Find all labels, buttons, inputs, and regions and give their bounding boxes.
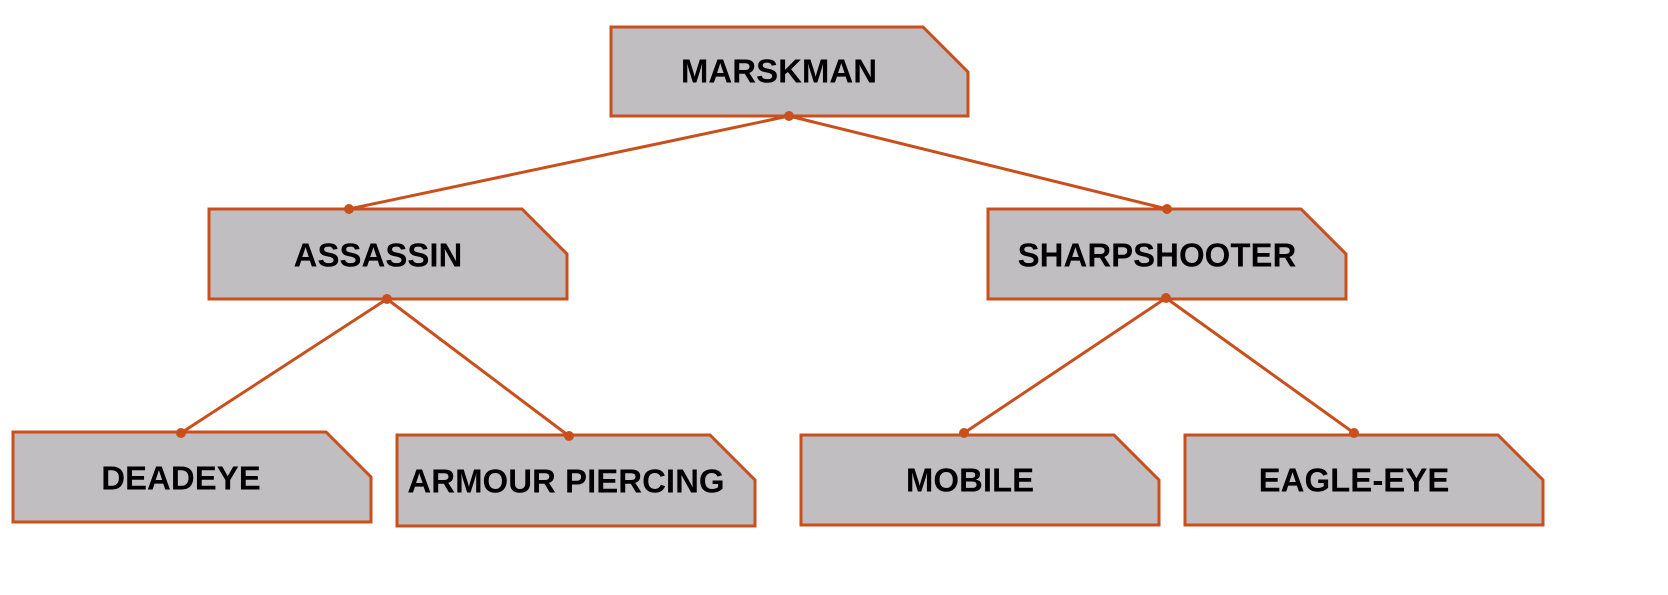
edge-sharpshooter-to-mobile [963, 296, 1167, 435]
node-box [799, 433, 1161, 527]
node-label: MOBILE [906, 462, 1034, 499]
connector-dot-eagle-eye-top [1349, 428, 1359, 438]
node-box [609, 25, 970, 118]
edge-assassin-to-deadeye [180, 297, 388, 435]
node-box [1183, 433, 1545, 527]
node-sharpshooter[interactable]: SHARPSHOOTER [986, 207, 1348, 301]
edge-sharpshooter-to-eagle-eye [1165, 296, 1355, 435]
connector-dot-assassin-bottom [382, 294, 392, 304]
connector-dot-sharpshooter-bottom [1161, 293, 1171, 303]
connector-dots [176, 111, 1359, 441]
edge-marskman-to-sharpshooter [788, 114, 1168, 211]
node-box [395, 433, 757, 528]
connector-dot-deadeye-top [176, 428, 186, 438]
edge-marskman-to-assassin [348, 114, 790, 211]
node-label: EAGLE-EYE [1259, 462, 1450, 499]
node-mobile[interactable]: MOBILE [799, 433, 1161, 527]
node-box [11, 430, 373, 524]
node-box [207, 207, 569, 301]
nodes: MARSKMAN ASSASSIN SHARPSHOOTER DEADEYE ARMOU… [11, 25, 1545, 528]
node-box [986, 207, 1348, 301]
connector-dot-sharpshooter-top [1162, 204, 1172, 214]
node-label: MARSKMAN [681, 53, 877, 90]
node-label: ASSASSIN [294, 237, 463, 274]
connector-dot-assassin-top [344, 204, 354, 214]
connector-dot-mobile-top [959, 428, 969, 438]
node-marskman[interactable]: MARSKMAN [609, 25, 970, 118]
node-armour-piercing[interactable]: ARMOUR PIERCING [395, 433, 757, 528]
node-deadeye[interactable]: DEADEYE [11, 430, 373, 524]
node-label: DEADEYE [101, 460, 261, 497]
node-label: SHARPSHOOTER [1018, 237, 1297, 274]
node-assassin[interactable]: ASSASSIN [207, 207, 569, 301]
connector-dot-marskman-bottom [784, 111, 794, 121]
node-label: ARMOUR PIERCING [407, 463, 724, 500]
edge-assassin-to-armour-piercing [386, 297, 570, 438]
node-eagle-eye[interactable]: EAGLE-EYE [1183, 433, 1545, 527]
connector-dot-armour-piercing-top [564, 431, 574, 441]
edges [180, 114, 1355, 438]
